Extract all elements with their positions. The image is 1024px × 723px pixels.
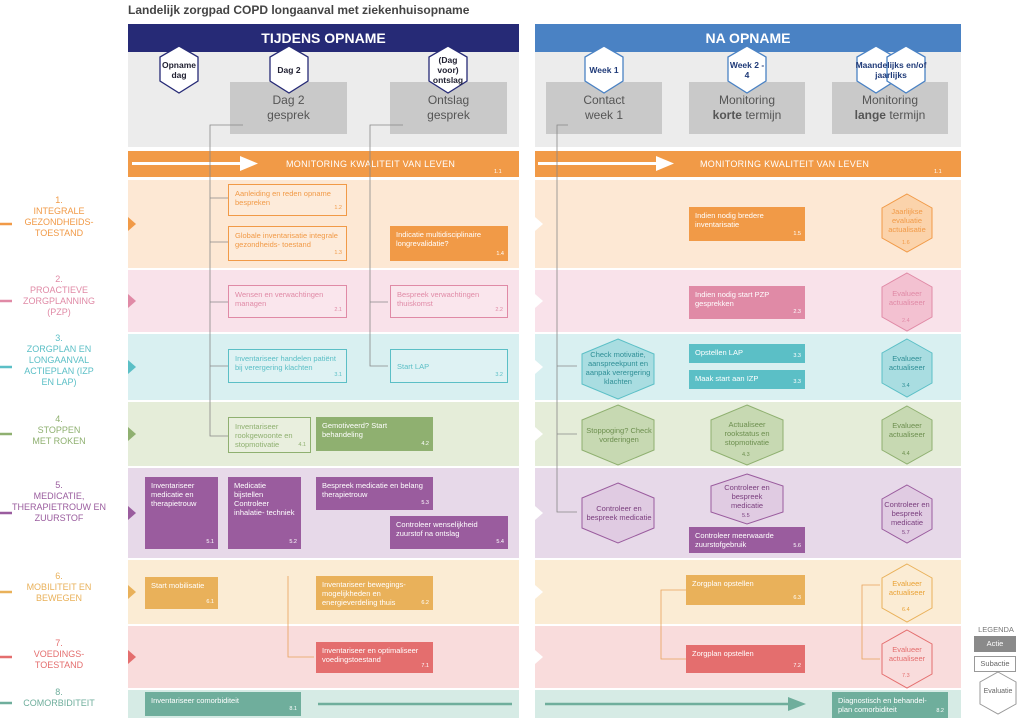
hex-3-4 xyxy=(881,338,933,398)
category-4: 4.STOPPEN MET ROKEN xyxy=(32,413,86,446)
eval-4-3-num: 4.3 xyxy=(742,452,750,458)
action-8-2: Diagnostisch en behandel- plan comorbidi… xyxy=(832,692,948,718)
moment-label-ontslag: (Dag voor) ontslag xyxy=(432,55,464,85)
monitoring-label-tijdens: MONITORING KWALITEIT VAN LEVEN xyxy=(286,159,456,169)
eval-5-controleer: Controleer en bespreek medicatie xyxy=(586,504,652,522)
eval-4-4: Evalueer actualiseer xyxy=(888,421,926,439)
action-5-4: Controleer wenselijkheid zuurstof na ont… xyxy=(390,516,508,549)
hex-ontslag xyxy=(428,45,468,94)
hex-dag2 xyxy=(269,45,309,94)
action-5-3: Bespreek medicatie en belang therapietro… xyxy=(316,477,433,510)
monitoring-num-tijdens: 1.1 xyxy=(494,169,502,175)
hex-6-4 xyxy=(881,563,933,623)
eval-3-4: Evalueer actualiseer xyxy=(888,354,926,372)
legend-evaluatie: Evaluatie xyxy=(983,688,1013,695)
legend-title: LEGENDA xyxy=(978,625,1014,634)
eval-2-4-num: 2.4 xyxy=(902,318,910,324)
legend-hex xyxy=(979,671,1017,715)
hex-1-6 xyxy=(881,193,933,253)
category-6: 6.MOBILITEIT EN BEWEGEN xyxy=(26,570,92,603)
hex-maand-b xyxy=(886,45,926,94)
action-3-1: Inventariseer handelen patiënt bij verer… xyxy=(228,349,347,383)
eval-4-stoppoging: Stoppoging? Check vorderingen xyxy=(586,426,652,444)
eval-5-7-num: 5.7 xyxy=(902,530,910,536)
monitoring-label-na: MONITORING KWALITEIT VAN LEVEN xyxy=(700,159,870,169)
action-4-1: Inventariseer rookgewoonte en stopmotiva… xyxy=(228,417,311,453)
legend-subactie: Subactie xyxy=(974,656,1016,672)
eval-4-4-num: 4.4 xyxy=(902,451,910,457)
eval-3-4-num: 3.4 xyxy=(902,383,910,389)
hex-5h xyxy=(581,482,655,544)
eval-3-check: Check motivatie, aanspreekpunt en aanpak… xyxy=(585,350,651,386)
hex-4h xyxy=(581,404,655,466)
moment-label-week1: Week 1 xyxy=(589,65,619,75)
eval-2-4: Evalueer actualiseer xyxy=(888,289,926,307)
moment-label-opname: Opname dag xyxy=(161,60,196,80)
action-7-1: Inventariseer en optimaliseer voedingsto… xyxy=(316,642,433,673)
moment-label-maand: Maandelijks en/of jaarlijks xyxy=(855,60,927,80)
category-3: 3.ZORGPLAN EN LONGAANVAL ACTIEPLAN (IZP … xyxy=(24,332,94,387)
eval-6-4: Evalueer actualiseer xyxy=(888,579,926,597)
hex-5-7 xyxy=(881,484,933,544)
phase-header-tijdens: TIJDENS OPNAME xyxy=(128,24,519,52)
hex-2-4 xyxy=(881,272,933,332)
band-2-left xyxy=(128,270,519,332)
monitoring-arrows xyxy=(132,156,674,171)
band-3-left xyxy=(128,334,519,400)
page-title: Landelijk zorgpad COPD longaanval met zi… xyxy=(128,3,470,17)
eval-5-5-num: 5.5 xyxy=(742,513,750,519)
legend-actie: Actie xyxy=(974,636,1016,652)
hex-5-5 xyxy=(710,473,784,525)
category-5: 5.MEDICATIE, THERAPIETROUW EN ZUURSTOF xyxy=(11,480,106,523)
eval-7-3-num: 7.3 xyxy=(902,673,910,679)
hex-7-3 xyxy=(881,629,933,689)
action-1-3: Globale inventarisatie integrale gezondh… xyxy=(228,226,347,261)
eval-4-3: Actualiseer rookstatus en stopmotivatie xyxy=(724,419,770,447)
monitoring-num-na: 1.1 xyxy=(934,169,942,175)
category-7: 7.VOEDINGS- TOESTAND xyxy=(33,637,85,670)
eval-7-3: Evalueer actualiseer xyxy=(888,645,926,663)
eval-1-6-num: 1.6 xyxy=(902,240,910,246)
category-1: 1.INTEGRALE GEZONDHEIDS- TOESTAND xyxy=(24,195,94,238)
moment-label-dag2: Dag 2 xyxy=(277,65,301,75)
hex-week24 xyxy=(727,45,767,94)
hex-week1 xyxy=(584,45,624,94)
moment-box-lange-termijn: Monitoring lange termijn xyxy=(832,82,948,134)
action-5-2: Medicatie bijstellen Controleer inhalati… xyxy=(228,477,301,549)
eval-1-6: Jaarlijkse evaluatie actualisatie xyxy=(888,206,926,234)
eval-5-7: Controleer en bespreek medicatie xyxy=(884,499,930,527)
action-5-1: Inventariseer medicatie en therapietrouw… xyxy=(145,477,218,549)
eval-5-5: Controleer en bespreek medicatie xyxy=(724,482,770,510)
category-2: 2.PROACTIEVE ZORGPLANNING (PZP) xyxy=(22,274,95,317)
moment-label-week24: Week 2 - 4 xyxy=(729,60,765,80)
hex-opname xyxy=(159,45,199,94)
category-8: 8.COMORBIDITEIT xyxy=(23,687,95,708)
action-6-2: Inventariseer bewegings- mogelijkheden e… xyxy=(316,576,433,610)
action-1-4: Indicatie multidisciplinaire longrevalid… xyxy=(390,226,508,261)
hex-3h xyxy=(581,338,655,400)
hex-4-3 xyxy=(710,404,784,466)
eval-6-4-num: 6.4 xyxy=(902,607,910,613)
hex-4-4 xyxy=(881,405,933,465)
